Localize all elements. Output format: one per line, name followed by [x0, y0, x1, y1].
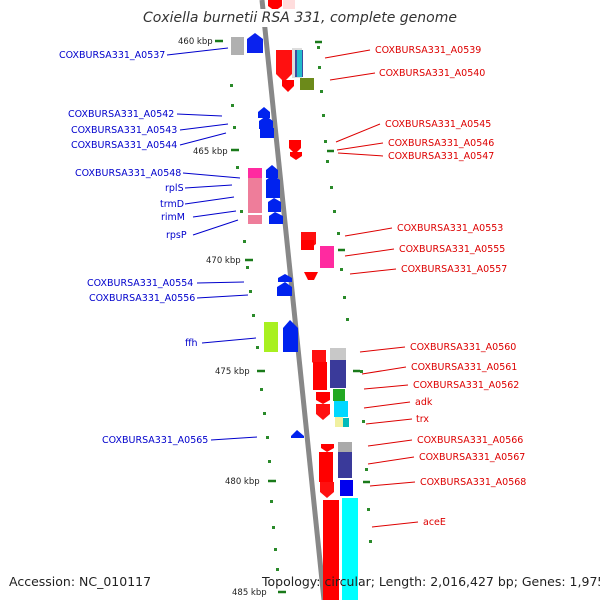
tick-label-475: 475 kbp — [215, 367, 250, 377]
right-label-lines — [324, 49, 419, 528]
label-coxbursa331-a0557[interactable]: COXBURSA331_A0557 — [401, 264, 507, 275]
label-coxbursa331-a0566[interactable]: COXBURSA331_A0566 — [417, 435, 523, 446]
label-coxbursa331-a0553[interactable]: COXBURSA331_A0553 — [397, 223, 503, 234]
label-coxbursa331-a0540[interactable]: COXBURSA331_A0540 — [379, 68, 485, 79]
label-coxbursa331-a0556[interactable]: COXBURSA331_A0556 — [89, 293, 195, 304]
left-label-lines — [166, 47, 258, 441]
label-coxbursa331-a0539[interactable]: COXBURSA331_A0539 — [375, 45, 481, 56]
label-rpsp[interactable]: rpsP — [166, 230, 187, 241]
label-coxbursa331-a0568[interactable]: COXBURSA331_A0568 — [420, 477, 526, 488]
tick-label-465: 465 kbp — [193, 147, 228, 157]
accession-label: Accession: NC_010117 — [9, 574, 152, 589]
label-rpls[interactable]: rplS — [165, 183, 184, 194]
map-title: Coxiella burnetii RSA 331, complete geno… — [0, 9, 600, 27]
label-coxbursa331-a0554[interactable]: COXBURSA331_A0554 — [87, 278, 193, 289]
kbp-tick-marks — [215, 39, 370, 594]
left-feature-genes — [231, 33, 304, 438]
label-trmd[interactable]: trmD — [160, 199, 184, 210]
tick-label-470: 470 kbp — [206, 256, 241, 266]
outer-ring-dots — [230, 84, 279, 571]
label-coxbursa331-a0545[interactable]: COXBURSA331_A0545 — [385, 119, 491, 130]
genome-summary: Topology: circular; Length: 2,016,427 bp… — [262, 574, 600, 589]
label-coxbursa331-a0542[interactable]: COXBURSA331_A0542 — [68, 109, 174, 120]
label-coxbursa331-a0543[interactable]: COXBURSA331_A0543 — [71, 125, 177, 136]
tick-label-485: 485 kbp — [232, 588, 267, 598]
label-coxbursa331-a0548[interactable]: COXBURSA331_A0548 — [75, 168, 181, 179]
tick-label-480: 480 kbp — [225, 477, 260, 487]
outer-ring-dots-right — [317, 46, 372, 543]
label-coxbursa331-a0544[interactable]: COXBURSA331_A0544 — [71, 140, 177, 151]
label-coxbursa331-a0567[interactable]: COXBURSA331_A0567 — [419, 452, 525, 463]
label-coxbursa331-a0546[interactable]: COXBURSA331_A0546 — [388, 138, 494, 149]
label-rimm[interactable]: rimM — [161, 212, 185, 223]
label-coxbursa331-a0547[interactable]: COXBURSA331_A0547 — [388, 151, 494, 162]
label-coxbursa331-a0562[interactable]: COXBURSA331_A0562 — [413, 380, 519, 391]
label-acee[interactable]: aceE — [423, 517, 446, 528]
genome-backbone — [259, 0, 327, 600]
label-trx[interactable]: trx — [416, 414, 429, 425]
label-coxbursa331-a0537[interactable]: COXBURSA331_A0537 — [59, 50, 165, 61]
tick-label-460: 460 kbp — [178, 37, 213, 47]
right-feature-genes — [268, 0, 358, 600]
label-adk[interactable]: adk — [415, 397, 433, 408]
label-coxbursa331-a0561[interactable]: COXBURSA331_A0561 — [411, 362, 517, 373]
label-coxbursa331-a0555[interactable]: COXBURSA331_A0555 — [399, 244, 505, 255]
label-coxbursa331-a0565[interactable]: COXBURSA331_A0565 — [102, 435, 208, 446]
label-coxbursa331-a0560[interactable]: COXBURSA331_A0560 — [410, 342, 516, 353]
label-ffh[interactable]: ffh — [185, 338, 198, 349]
